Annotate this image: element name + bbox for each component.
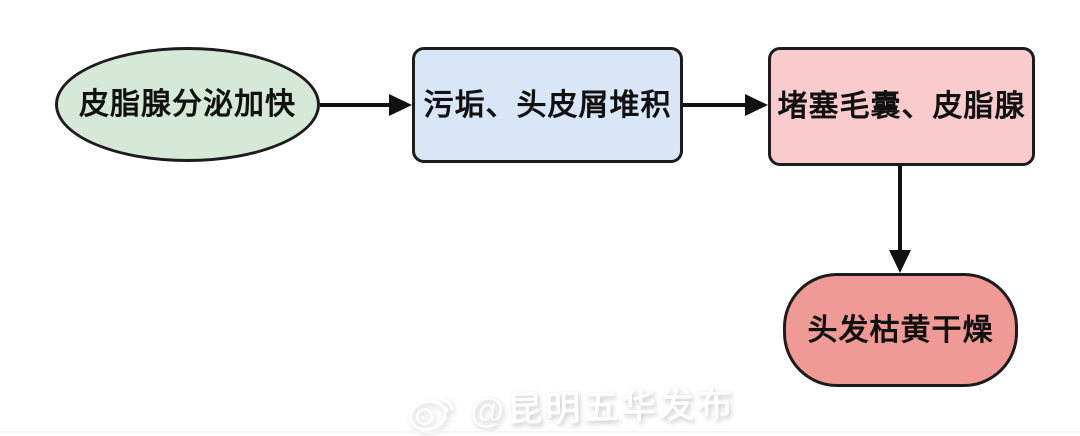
node-clogged-follicles: 堵塞毛囊、皮脂腺 (768, 47, 1035, 166)
arrowhead-down-icon (889, 250, 911, 273)
arrowhead-right-icon (745, 94, 768, 116)
node-sebum-secretion: 皮脂腺分泌加快 (55, 47, 320, 162)
bottom-edge-strip (0, 431, 1080, 433)
edge-dirt-to-clog-line (683, 103, 748, 107)
watermark-text: @昆明五华发布 (469, 384, 736, 431)
weibo-icon (405, 384, 462, 433)
node-dirt-label: 污垢、头皮屑堆积 (423, 88, 672, 122)
node-dirt-dandruff-buildup: 污垢、头皮屑堆积 (412, 47, 683, 163)
edge-sebum-to-dirt-line (320, 103, 392, 107)
node-dry-yellow-hair: 头发枯黄干燥 (783, 273, 1018, 387)
node-sebum-label: 皮脂腺分泌加快 (79, 88, 296, 121)
watermark: @昆明五华发布 (405, 376, 736, 436)
node-clog-label: 堵塞毛囊、皮脂腺 (777, 90, 1026, 123)
node-dryhair-label: 头发枯黄干燥 (807, 313, 994, 347)
edge-clog-to-dryhair-line (898, 166, 902, 254)
arrowhead-right-icon (389, 94, 412, 116)
